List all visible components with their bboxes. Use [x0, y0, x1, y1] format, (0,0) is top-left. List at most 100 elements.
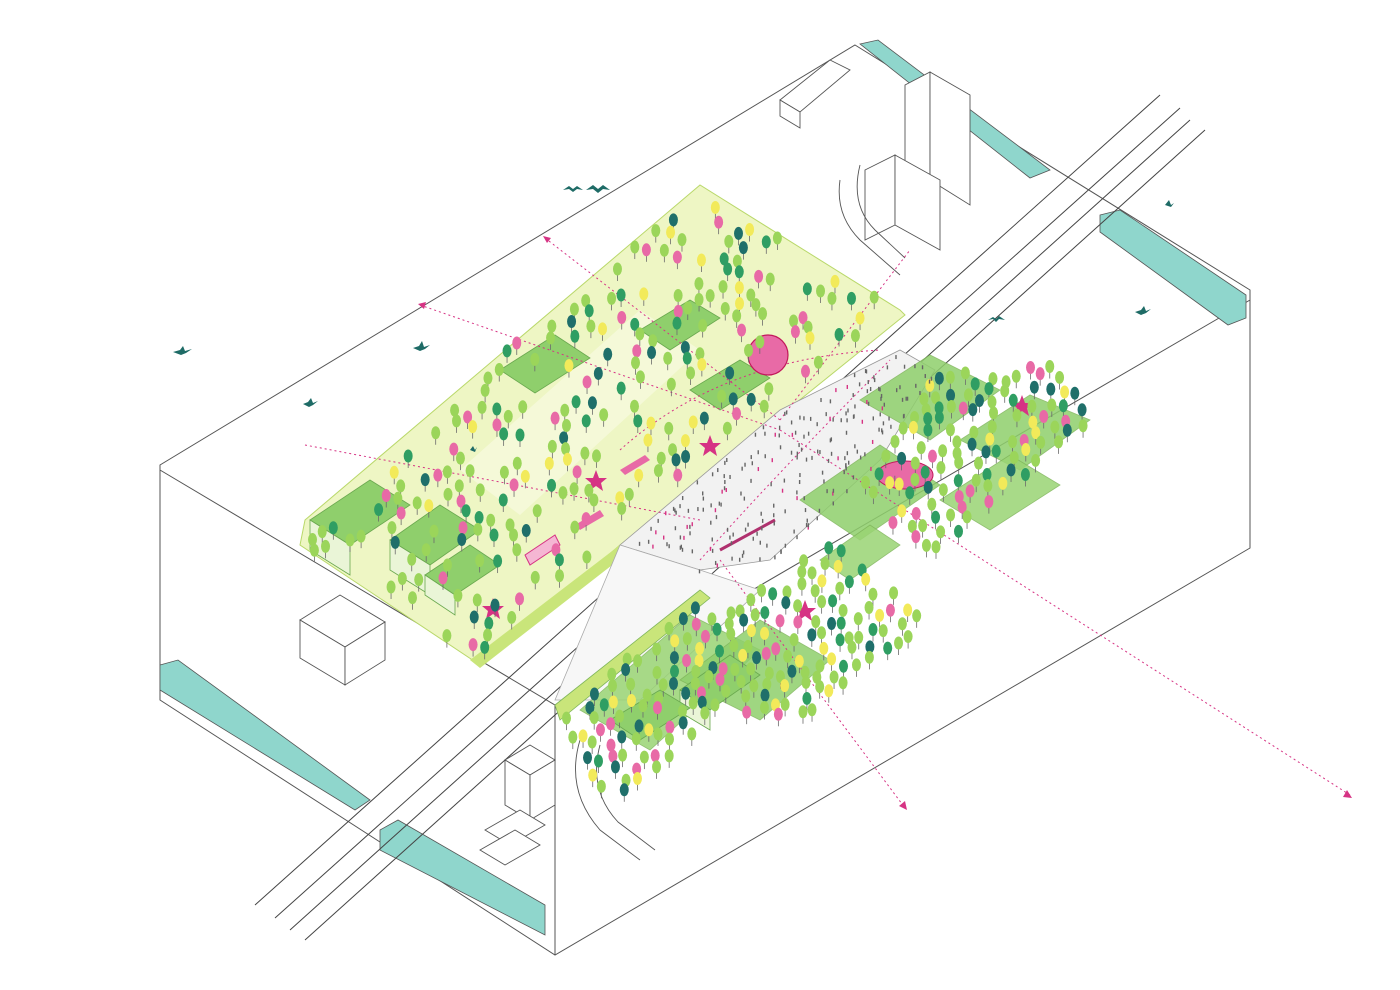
tree-crown: [700, 706, 710, 720]
tree-crown: [616, 288, 626, 302]
tree-icon: [493, 554, 503, 574]
tree-crown: [442, 465, 452, 479]
tree-crown: [868, 485, 878, 499]
tree-crown: [587, 396, 597, 410]
tree-icon: [550, 411, 560, 431]
tree-icon: [923, 423, 933, 443]
tree-crown: [989, 406, 999, 420]
tree-crown: [483, 628, 493, 642]
tree-icon: [570, 520, 580, 540]
tree-icon: [894, 477, 904, 497]
tree-crown: [724, 234, 734, 248]
tree-icon: [442, 558, 452, 577]
tree-icon: [813, 355, 823, 375]
tree-icon: [855, 311, 865, 331]
tree-icon: [730, 662, 740, 682]
tree-icon: [644, 723, 654, 742]
tree-crown: [695, 347, 705, 361]
tree-icon: [420, 473, 430, 492]
tree-crown: [718, 280, 728, 294]
tree-icon: [608, 695, 618, 714]
tree-icon: [572, 465, 582, 484]
tree-crown: [1008, 393, 1018, 407]
tree-icon: [698, 319, 708, 338]
people-icon: [882, 421, 885, 426]
tree-crown: [546, 331, 556, 345]
people-icon: [757, 467, 760, 472]
people-icon: [698, 569, 701, 574]
tree-crown: [619, 783, 629, 797]
tree-crown: [547, 319, 557, 333]
tree-crown: [681, 686, 691, 700]
tree-icon: [801, 364, 811, 384]
tree-crown: [746, 662, 756, 676]
tree-icon: [801, 675, 811, 695]
people-icon: [732, 532, 734, 537]
people-icon: [771, 458, 773, 463]
tree-icon: [520, 469, 530, 489]
tree-crown: [697, 695, 707, 709]
tree-icon: [677, 233, 687, 252]
people-icon: [647, 539, 650, 544]
tree-crown: [965, 484, 975, 498]
tree-icon: [631, 732, 641, 751]
people-icon: [760, 511, 762, 516]
tree-crown: [920, 465, 930, 479]
people-icon: [846, 489, 848, 494]
tree-icon: [1029, 380, 1039, 400]
tree-crown: [1011, 369, 1021, 383]
tree-crown: [567, 314, 577, 328]
tree-crown: [633, 414, 643, 428]
tree-crown: [653, 727, 663, 741]
people-icon: [778, 425, 781, 430]
tree-icon: [968, 403, 978, 422]
people-icon: [710, 520, 712, 525]
tree-icon: [746, 624, 756, 643]
tree-crown: [772, 231, 782, 245]
tree-crown: [750, 608, 760, 622]
tree-icon: [946, 400, 956, 419]
tree-icon: [732, 309, 742, 328]
tree-icon: [407, 591, 417, 610]
tree-icon: [797, 577, 807, 596]
tree-icon: [570, 329, 580, 349]
people-icon: [796, 535, 798, 540]
tree-icon: [903, 603, 913, 623]
people-icon: [718, 501, 721, 506]
tree-icon: [309, 543, 319, 563]
tree-crown: [710, 200, 720, 214]
tower-1-side: [929, 71, 971, 206]
people-icon: [914, 364, 916, 369]
tree-icon: [835, 633, 845, 652]
tree-crown: [838, 603, 848, 617]
people-icon: [903, 413, 905, 418]
tree-icon: [945, 423, 955, 442]
tree-icon: [635, 370, 645, 389]
people-icon: [866, 400, 868, 405]
tree-crown: [971, 473, 981, 487]
tree-crown: [1036, 435, 1046, 449]
tree-crown: [682, 351, 692, 365]
tree-crown: [923, 423, 933, 437]
tree-icon: [759, 700, 769, 720]
tree-icon: [646, 416, 656, 436]
tree-crown: [921, 538, 931, 552]
people-icon: [928, 379, 931, 384]
tree-icon: [555, 569, 565, 588]
tree-icon: [584, 483, 594, 503]
tree-crown: [664, 421, 674, 435]
tree-crown: [760, 606, 770, 620]
people-icon: [744, 527, 747, 532]
tree-icon: [864, 600, 874, 620]
tree-crown: [1006, 463, 1016, 477]
tree-crown: [622, 652, 632, 666]
people-icon: [714, 508, 717, 513]
tree-icon: [802, 282, 812, 301]
tree-crown: [1027, 399, 1037, 413]
people-icon: [886, 365, 889, 370]
tree-crown: [509, 528, 519, 542]
tree-icon: [668, 676, 678, 696]
tree-crown: [945, 370, 955, 384]
tree-crown: [356, 529, 366, 543]
tree-crown: [1026, 360, 1036, 374]
